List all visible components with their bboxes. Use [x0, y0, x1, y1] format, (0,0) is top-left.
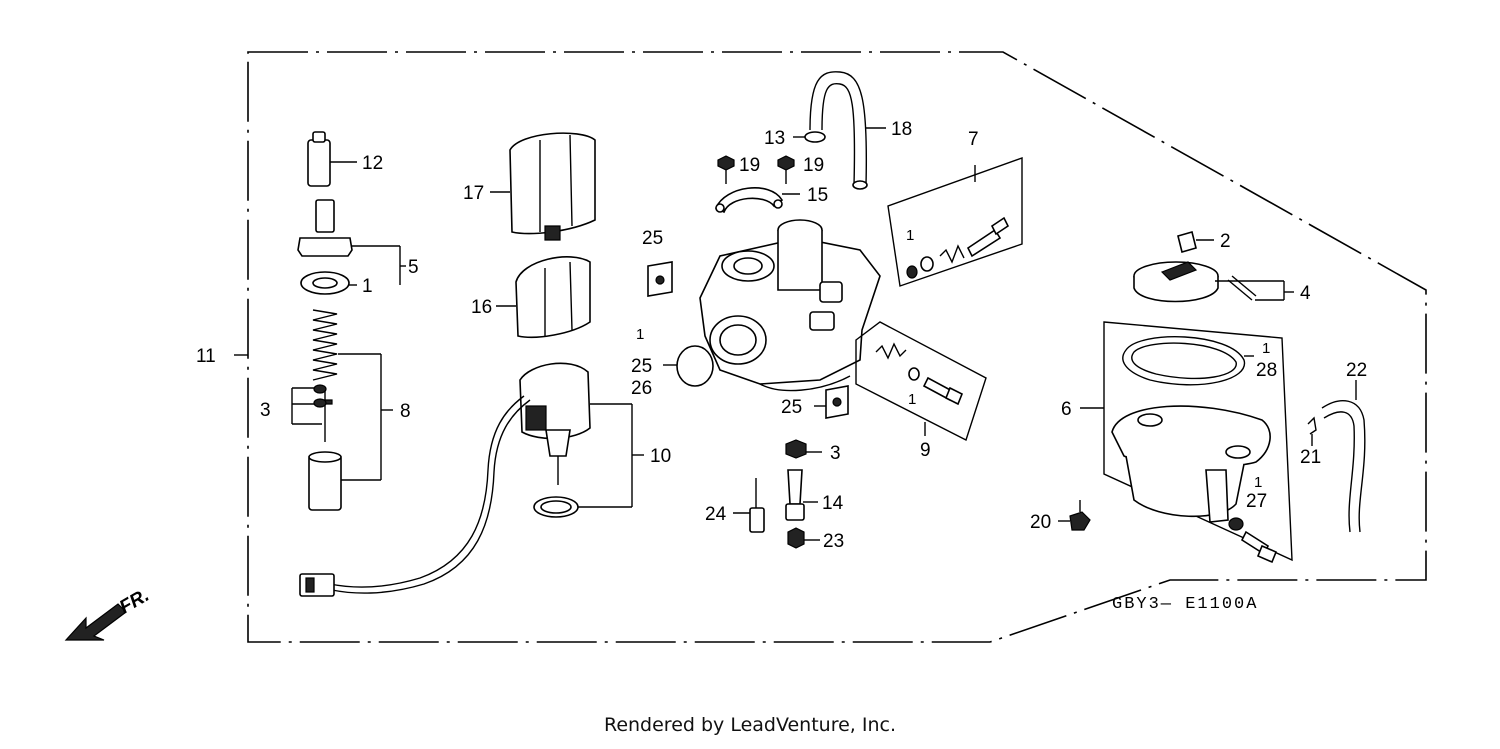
callout-9: 9 [920, 440, 931, 461]
callout-1: 1 [1254, 474, 1262, 491]
footer-credit: Rendered by LeadVenture, Inc. [603, 714, 897, 736]
callout-14: 14 [822, 493, 844, 514]
part-2-float-valve [1177, 231, 1214, 253]
callout-16: 16 [471, 297, 492, 318]
part-3-main-jet [785, 439, 822, 459]
part-25-plate-b [814, 385, 849, 419]
callout-22: 22 [1346, 360, 1367, 381]
callout-5: 5 [408, 257, 419, 278]
part-5-top-nut [297, 199, 406, 285]
callout-3: 3 [830, 443, 841, 464]
part-17-top-cover [490, 132, 596, 241]
part-23-slow-jet [787, 527, 820, 549]
part-3-clips [291, 384, 327, 425]
callout-3: 3 [260, 400, 271, 421]
part-7-air-screw-set [887, 157, 1023, 287]
part-12-throttle-valve-cap [307, 131, 357, 187]
part-1-gasket-top [300, 271, 357, 295]
part-27-drain-screw-oring [1228, 517, 1278, 564]
part-25-plate-a [647, 261, 673, 297]
callout-7: 7 [968, 129, 979, 150]
part-14-needle-jet-holder [785, 469, 818, 521]
callout-18: 18 [891, 119, 912, 140]
part-9-pilot-screw-set [855, 321, 987, 441]
callout-8: 8 [400, 401, 411, 422]
part-6-float-chamber-set [1080, 321, 1293, 562]
callout-1: 1 [908, 391, 916, 408]
callout-25: 25 [631, 356, 652, 377]
callout-10: 10 [650, 446, 671, 467]
callout-11: 11 [196, 346, 216, 367]
part-22-drain-tube [1321, 380, 1366, 533]
diagram-code: GBY3— E1100A [1112, 595, 1258, 614]
part-21-clip [1307, 416, 1317, 446]
part-16-cover [496, 256, 591, 339]
callout-27: 27 [1246, 491, 1267, 512]
callout-1: 1 [906, 227, 914, 244]
assembly-boundary [247, 51, 1427, 643]
part-28-gasket [1122, 336, 1254, 386]
part-20-drain-screw [1058, 500, 1091, 531]
callout-23: 23 [823, 531, 844, 552]
float-chamber-bowl [1111, 405, 1271, 523]
carburetor-body [663, 219, 881, 392]
callout-19: 19 [739, 155, 760, 176]
callout-21: 21 [1300, 447, 1321, 468]
callout-17: 17 [463, 183, 484, 204]
callout-4: 4 [1300, 283, 1311, 304]
callout-20: 20 [1030, 512, 1051, 533]
callout-25: 25 [781, 397, 802, 418]
part-13-clip [793, 131, 826, 143]
callout-25: 25 [642, 228, 663, 249]
callout-2: 2 [1220, 231, 1231, 252]
part-15-holder-plate [714, 187, 800, 214]
part-24-starter-jet [733, 478, 765, 533]
callout-13: 13 [764, 128, 785, 149]
part-8-spring-and-needle [308, 309, 393, 511]
callout-1: 1 [1262, 340, 1270, 357]
part-4-float [1133, 261, 1294, 303]
callout-19: 19 [803, 155, 824, 176]
callout-6: 6 [1061, 399, 1072, 420]
callout-28: 28 [1256, 360, 1277, 381]
callout-26: 26 [631, 378, 652, 399]
callout-1: 1 [636, 326, 644, 343]
callout-1: 1 [362, 276, 373, 297]
callout-12: 12 [362, 153, 383, 174]
front-arrow-icon: FR. [64, 585, 153, 641]
callout-24: 24 [705, 504, 727, 525]
part-10-auto-choke [299, 362, 644, 597]
part-18-vent-hose [809, 71, 886, 190]
part-19-screws [717, 155, 795, 184]
callout-15: 15 [807, 185, 828, 206]
